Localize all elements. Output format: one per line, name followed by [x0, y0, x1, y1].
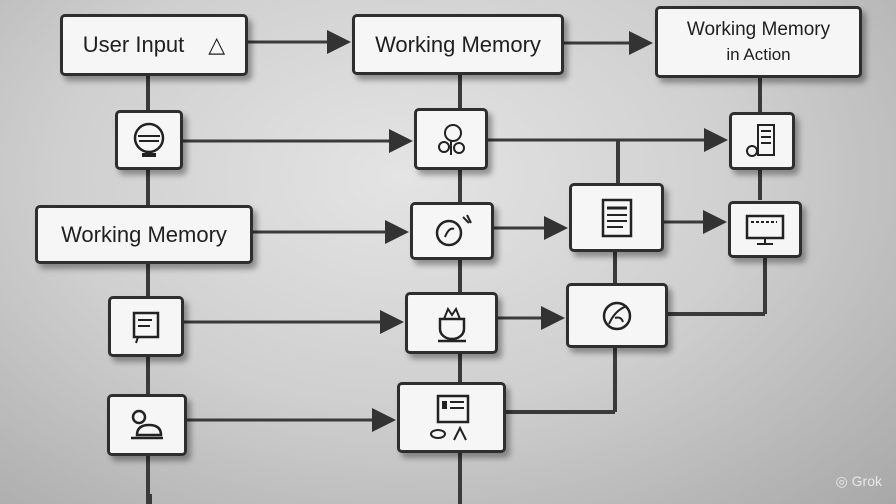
face-icon-node: [115, 110, 183, 170]
board-icon: [429, 394, 469, 440]
leaf-icon: [602, 301, 632, 330]
document-icon-node: [729, 112, 795, 170]
working-memory-in-action-line1: Working Memory: [686, 19, 831, 40]
working-memory-node-mid: Working Memory: [35, 205, 253, 264]
grok-watermark: ◎ Grok: [835, 473, 882, 489]
working-memory-in-action-line2: in Action: [726, 45, 791, 64]
notepad-icon-node: [108, 296, 184, 357]
circle-leaf-icon-node: [410, 202, 494, 260]
user-input-node: User Input △: [60, 14, 248, 76]
user-input-label: User Input: [82, 32, 185, 57]
triangle-icon: △: [208, 32, 226, 57]
working-memory-node-top: Working Memory: [352, 14, 564, 75]
list-document-icon: [601, 198, 632, 237]
grok-watermark-label: Grok: [851, 473, 882, 489]
brain-icon-node: [414, 108, 488, 170]
list-document-icon-node: [569, 183, 664, 252]
working-memory-label: Working Memory: [375, 31, 541, 57]
person-icon-node: [107, 394, 187, 456]
person-icon: [131, 409, 163, 440]
monitor-icon-node: [728, 201, 802, 258]
board-icon-node: [397, 382, 506, 453]
cup-icon-node: [405, 292, 498, 354]
monitor-icon: [745, 214, 785, 245]
working-memory-label: Working Memory: [61, 221, 227, 247]
circle-leaf-icon: [435, 214, 472, 247]
document-icon: [746, 124, 775, 157]
leaf-icon-node: [566, 283, 668, 348]
cup-icon: [437, 306, 466, 343]
face-icon: [133, 122, 165, 157]
notepad-icon: [132, 311, 160, 343]
brain-icon: [438, 124, 465, 155]
working-memory-in-action-node: Working Memory in Action: [655, 6, 862, 78]
